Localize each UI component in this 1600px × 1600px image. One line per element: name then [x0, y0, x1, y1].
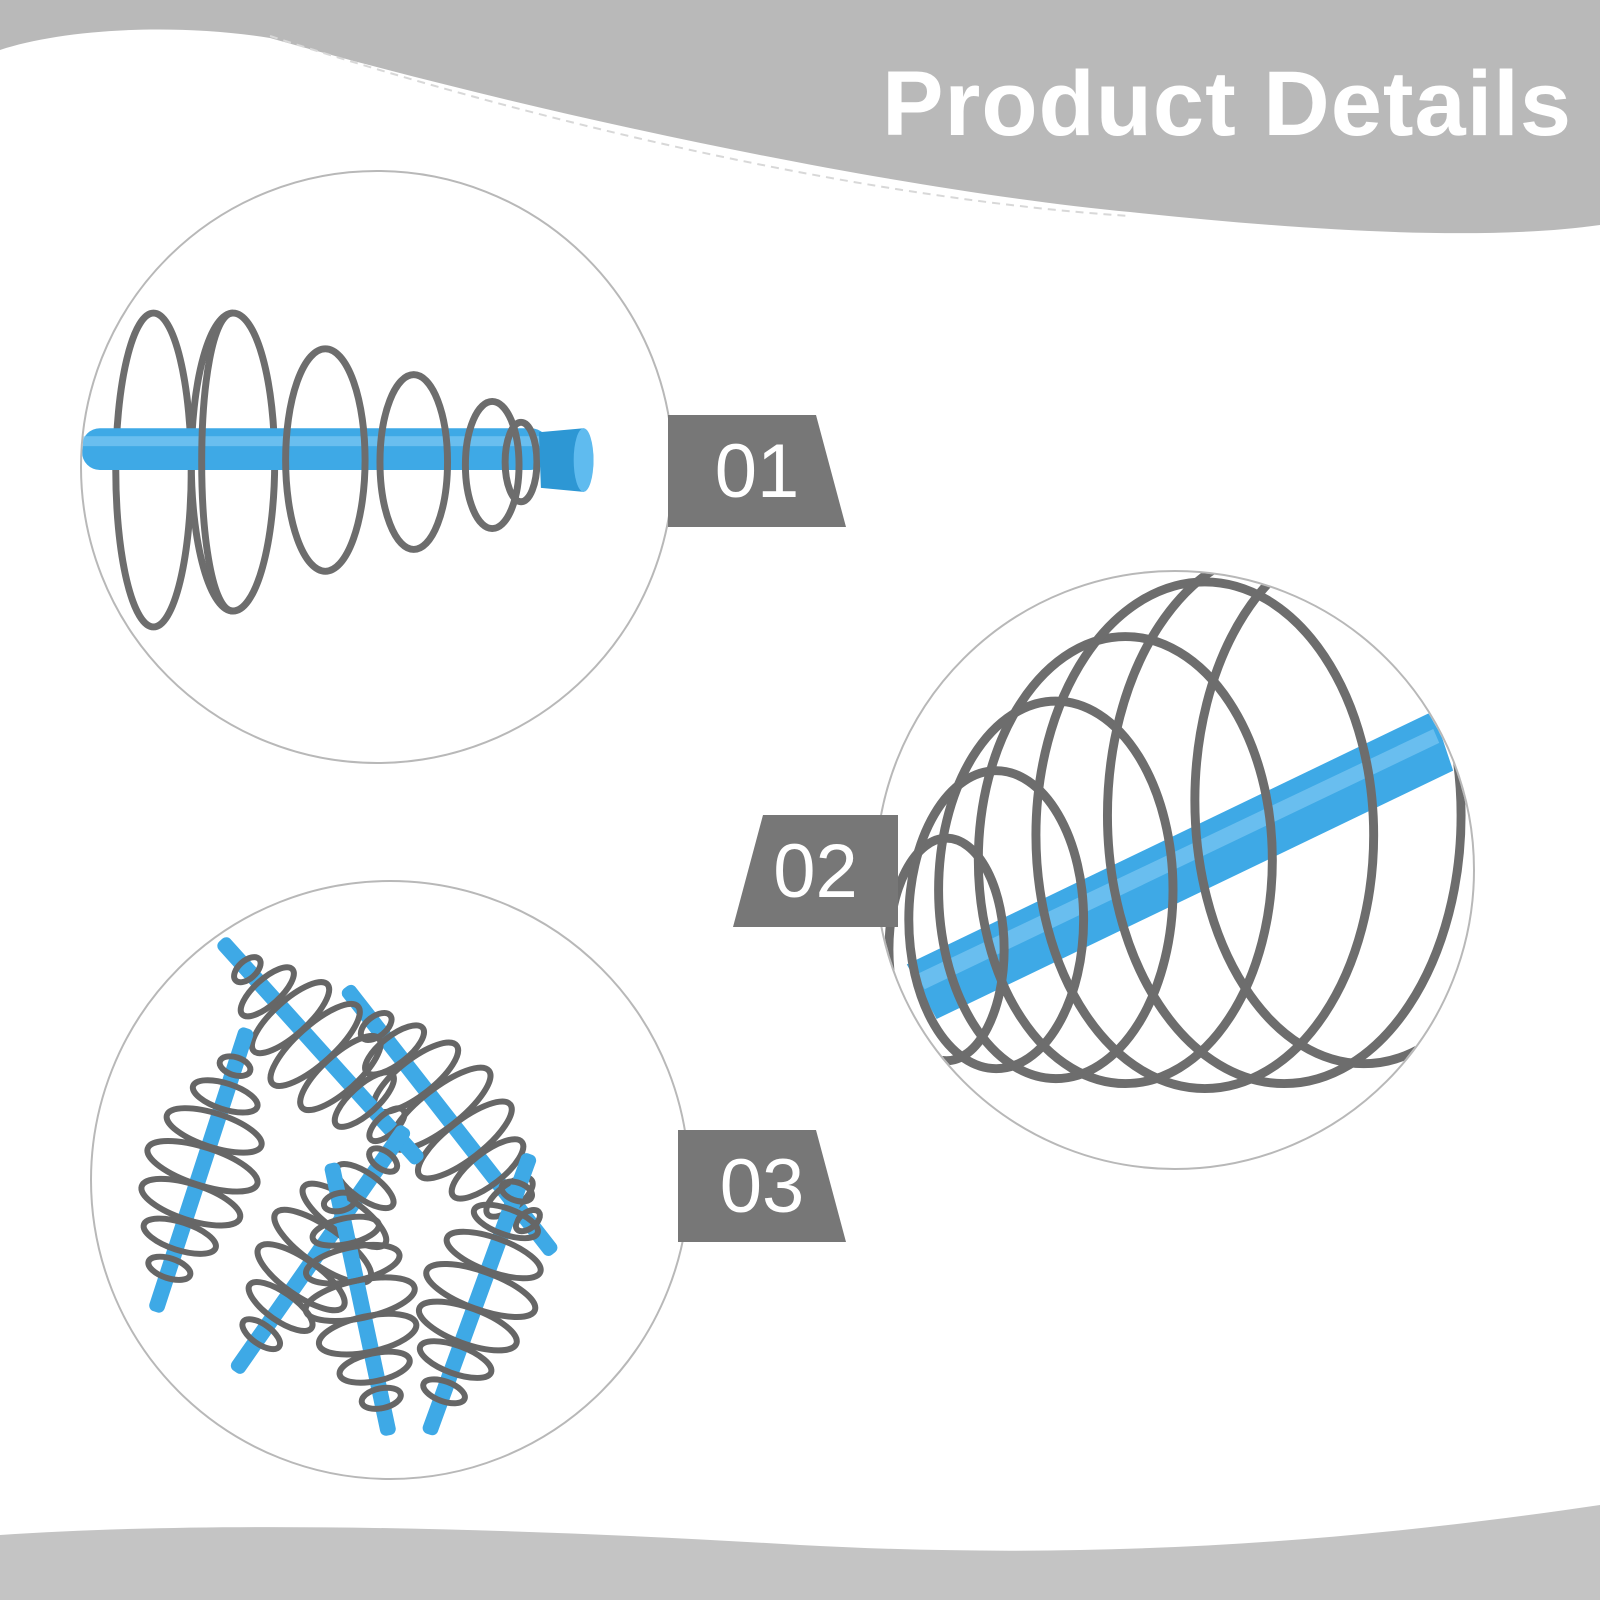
- detail-number-tag-01: 01: [668, 415, 846, 527]
- spring-feeders-group-image: [138, 937, 558, 1436]
- detail-circle-01: [80, 170, 674, 764]
- detail-number-tag-03: 03: [678, 1130, 846, 1242]
- page-title: Product Details: [882, 53, 1572, 155]
- spring-cage-closeup-image: [884, 572, 1473, 1094]
- detail-circle-02: [875, 570, 1475, 1170]
- detail-number-03: 03: [719, 1143, 805, 1229]
- detail-number-tag-02: 02: [733, 815, 898, 927]
- detail-circle-03: [90, 880, 690, 1480]
- detail-number-01: 01: [714, 428, 800, 514]
- detail-number-02: 02: [773, 828, 858, 914]
- spring-feeder-closeup-image: [82, 309, 594, 631]
